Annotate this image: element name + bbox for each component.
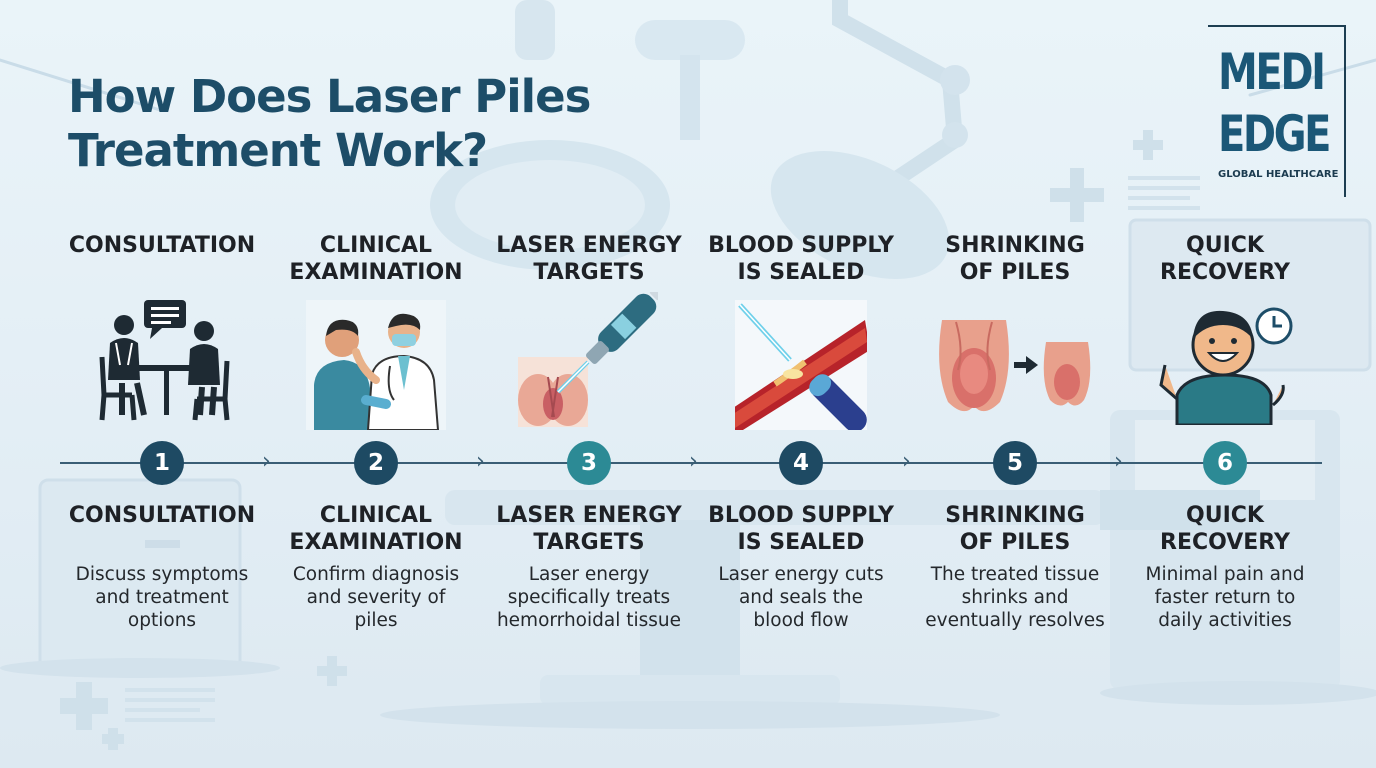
step-4-number-badge: 4 — [779, 441, 823, 485]
step-6-description-line-3: daily activities — [1158, 610, 1292, 631]
step-5-heading-line-2: OF PILES — [959, 260, 1071, 285]
step-3-number-badge: 3 — [567, 441, 611, 485]
step-6-description-line-2: faster return to — [1154, 587, 1296, 608]
step-6-heading-line-2: RECOVERY — [1160, 260, 1290, 285]
logo-tagline: GLOBAL HEALTHCARE — [1218, 169, 1339, 180]
step-1-heading: CONSULTATION — [57, 232, 267, 259]
step-3-title-line-2: TARGETS — [533, 530, 645, 555]
step-4-description-line-3: blood flow — [753, 610, 849, 631]
step-1-title-line-1: CONSULTATION — [68, 503, 256, 528]
step-2-heading: CLINICAL EXAMINATION — [271, 232, 481, 286]
step-1-heading-line-1: CONSULTATION — [68, 233, 256, 258]
step-3-title: LASER ENERGY TARGETS — [484, 502, 694, 556]
step-2-description-line-1: Confirm diagnosis — [292, 564, 460, 585]
step-6-heading: QUICK RECOVERY — [1120, 232, 1330, 286]
step-5-description: The treated tissue shrinks and eventuall… — [910, 563, 1120, 632]
timeline-arrow-5: › — [1114, 449, 1123, 474]
step-5-title-line-2: OF PILES — [959, 530, 1071, 555]
step-1-description-line-1: Discuss symptoms — [75, 564, 249, 585]
step-2-title: CLINICAL EXAMINATION — [271, 502, 481, 556]
title-line-2: Treatment Work? — [68, 124, 488, 177]
medi-edge-logo: MEDI EDGE GLOBAL HEALTHCARE — [1208, 25, 1346, 197]
timeline-arrow-3: › — [689, 449, 698, 474]
medical-cross-decorations — [60, 130, 1163, 750]
medical-cabinet — [0, 478, 280, 678]
step-5-title-line-1: SHRINKING — [945, 503, 1085, 528]
step-6-description: Minimal pain and faster return to daily … — [1120, 563, 1330, 632]
laser-probe-icon — [518, 292, 658, 427]
step-5-description-line-1: The treated tissue — [930, 564, 1100, 585]
step-6-title-line-1: QUICK — [1186, 503, 1264, 528]
step-1-description: Discuss symptoms and treatment options — [57, 563, 267, 632]
timeline-arrow-1: › — [262, 449, 271, 474]
step-6-heading-line-1: QUICK — [1186, 233, 1264, 258]
step-6-number-badge: 6 — [1203, 441, 1247, 485]
step-6-title: QUICK RECOVERY — [1120, 502, 1330, 556]
operating-table — [380, 490, 1105, 729]
step-3-description: Laser energy specifically treats hemorrh… — [484, 563, 694, 632]
step-3-description-line-2: specifically treats — [507, 587, 671, 608]
step-2-heading-line-2: EXAMINATION — [289, 260, 463, 285]
step-4-heading: BLOOD SUPPLY IS SEALED — [696, 232, 906, 286]
surgical-lamp-right — [770, 0, 970, 280]
step-4-description-line-2: and seals the — [738, 587, 864, 608]
step-5-heading: SHRINKING OF PILES — [910, 232, 1120, 286]
background-text-lines — [125, 176, 1200, 722]
step-3-heading-line-2: TARGETS — [533, 260, 645, 285]
step-3-description-line-3: hemorrhoidal tissue — [496, 610, 682, 631]
step-4-title-line-1: BLOOD SUPPLY — [708, 503, 894, 528]
step-4-description-line-1: Laser energy cuts — [718, 564, 884, 585]
timeline-arrow-4: › — [902, 449, 911, 474]
step-2-description: Confirm diagnosis and severity of piles — [271, 563, 481, 632]
logo-line-edge: EDGE — [1218, 105, 1331, 163]
timeline-arrow-2: › — [476, 449, 485, 474]
timeline-line — [60, 462, 1322, 464]
step-3-heading: LASER ENERGY TARGETS — [484, 232, 694, 286]
logo-line-medi: MEDI — [1218, 43, 1326, 101]
step-2-title-line-2: EXAMINATION — [289, 530, 463, 555]
shrinking-piles-icon — [939, 320, 1091, 412]
step-2-title-line-1: CLINICAL — [319, 503, 433, 528]
happy-patient-clock-icon — [1159, 307, 1293, 425]
monitor-station — [1100, 218, 1376, 705]
step-1-title: CONSULTATION — [57, 502, 267, 529]
step-6-title-line-2: RECOVERY — [1160, 530, 1290, 555]
doctor-examining-patient-icon — [306, 300, 446, 430]
step-4-title-line-2: IS SEALED — [737, 530, 865, 555]
step-1-number-badge: 1 — [140, 441, 184, 485]
title-line-1: How Does Laser Piles — [68, 70, 591, 123]
step-1-description-line-3: options — [127, 610, 197, 631]
step-5-description-line-3: eventually resolves — [925, 610, 1105, 631]
step-4-heading-line-2: IS SEALED — [737, 260, 865, 285]
step-3-heading-line-1: LASER ENERGY — [496, 233, 682, 258]
step-5-heading-line-1: SHRINKING — [945, 233, 1085, 258]
step-2-heading-line-1: CLINICAL — [319, 233, 433, 258]
step-6-description-line-1: Minimal pain and — [1145, 564, 1305, 585]
step-2-description-line-3: piles — [354, 610, 398, 631]
step-3-description-line-1: Laser energy — [528, 564, 650, 585]
doctor-patient-consultation-icon — [99, 300, 230, 421]
step-2-description-line-2: and severity of — [306, 587, 446, 608]
step-1-description-line-2: and treatment — [95, 587, 229, 608]
step-5-description-line-2: shrinks and — [961, 587, 1069, 608]
step-5-number-badge: 5 — [993, 441, 1037, 485]
step-3-title-line-1: LASER ENERGY — [496, 503, 682, 528]
step-4-description: Laser energy cuts and seals the blood fl… — [696, 563, 906, 632]
step-5-title: SHRINKING OF PILES — [910, 502, 1120, 556]
step-4-heading-line-1: BLOOD SUPPLY — [708, 233, 894, 258]
surgical-lamp-left — [430, 0, 745, 270]
sealed-blood-vessel-icon — [735, 300, 867, 430]
step-4-title: BLOOD SUPPLY IS SEALED — [696, 502, 906, 556]
infographic-title: How Does Laser Piles Treatment Work? — [68, 70, 591, 178]
step-2-number-badge: 2 — [354, 441, 398, 485]
